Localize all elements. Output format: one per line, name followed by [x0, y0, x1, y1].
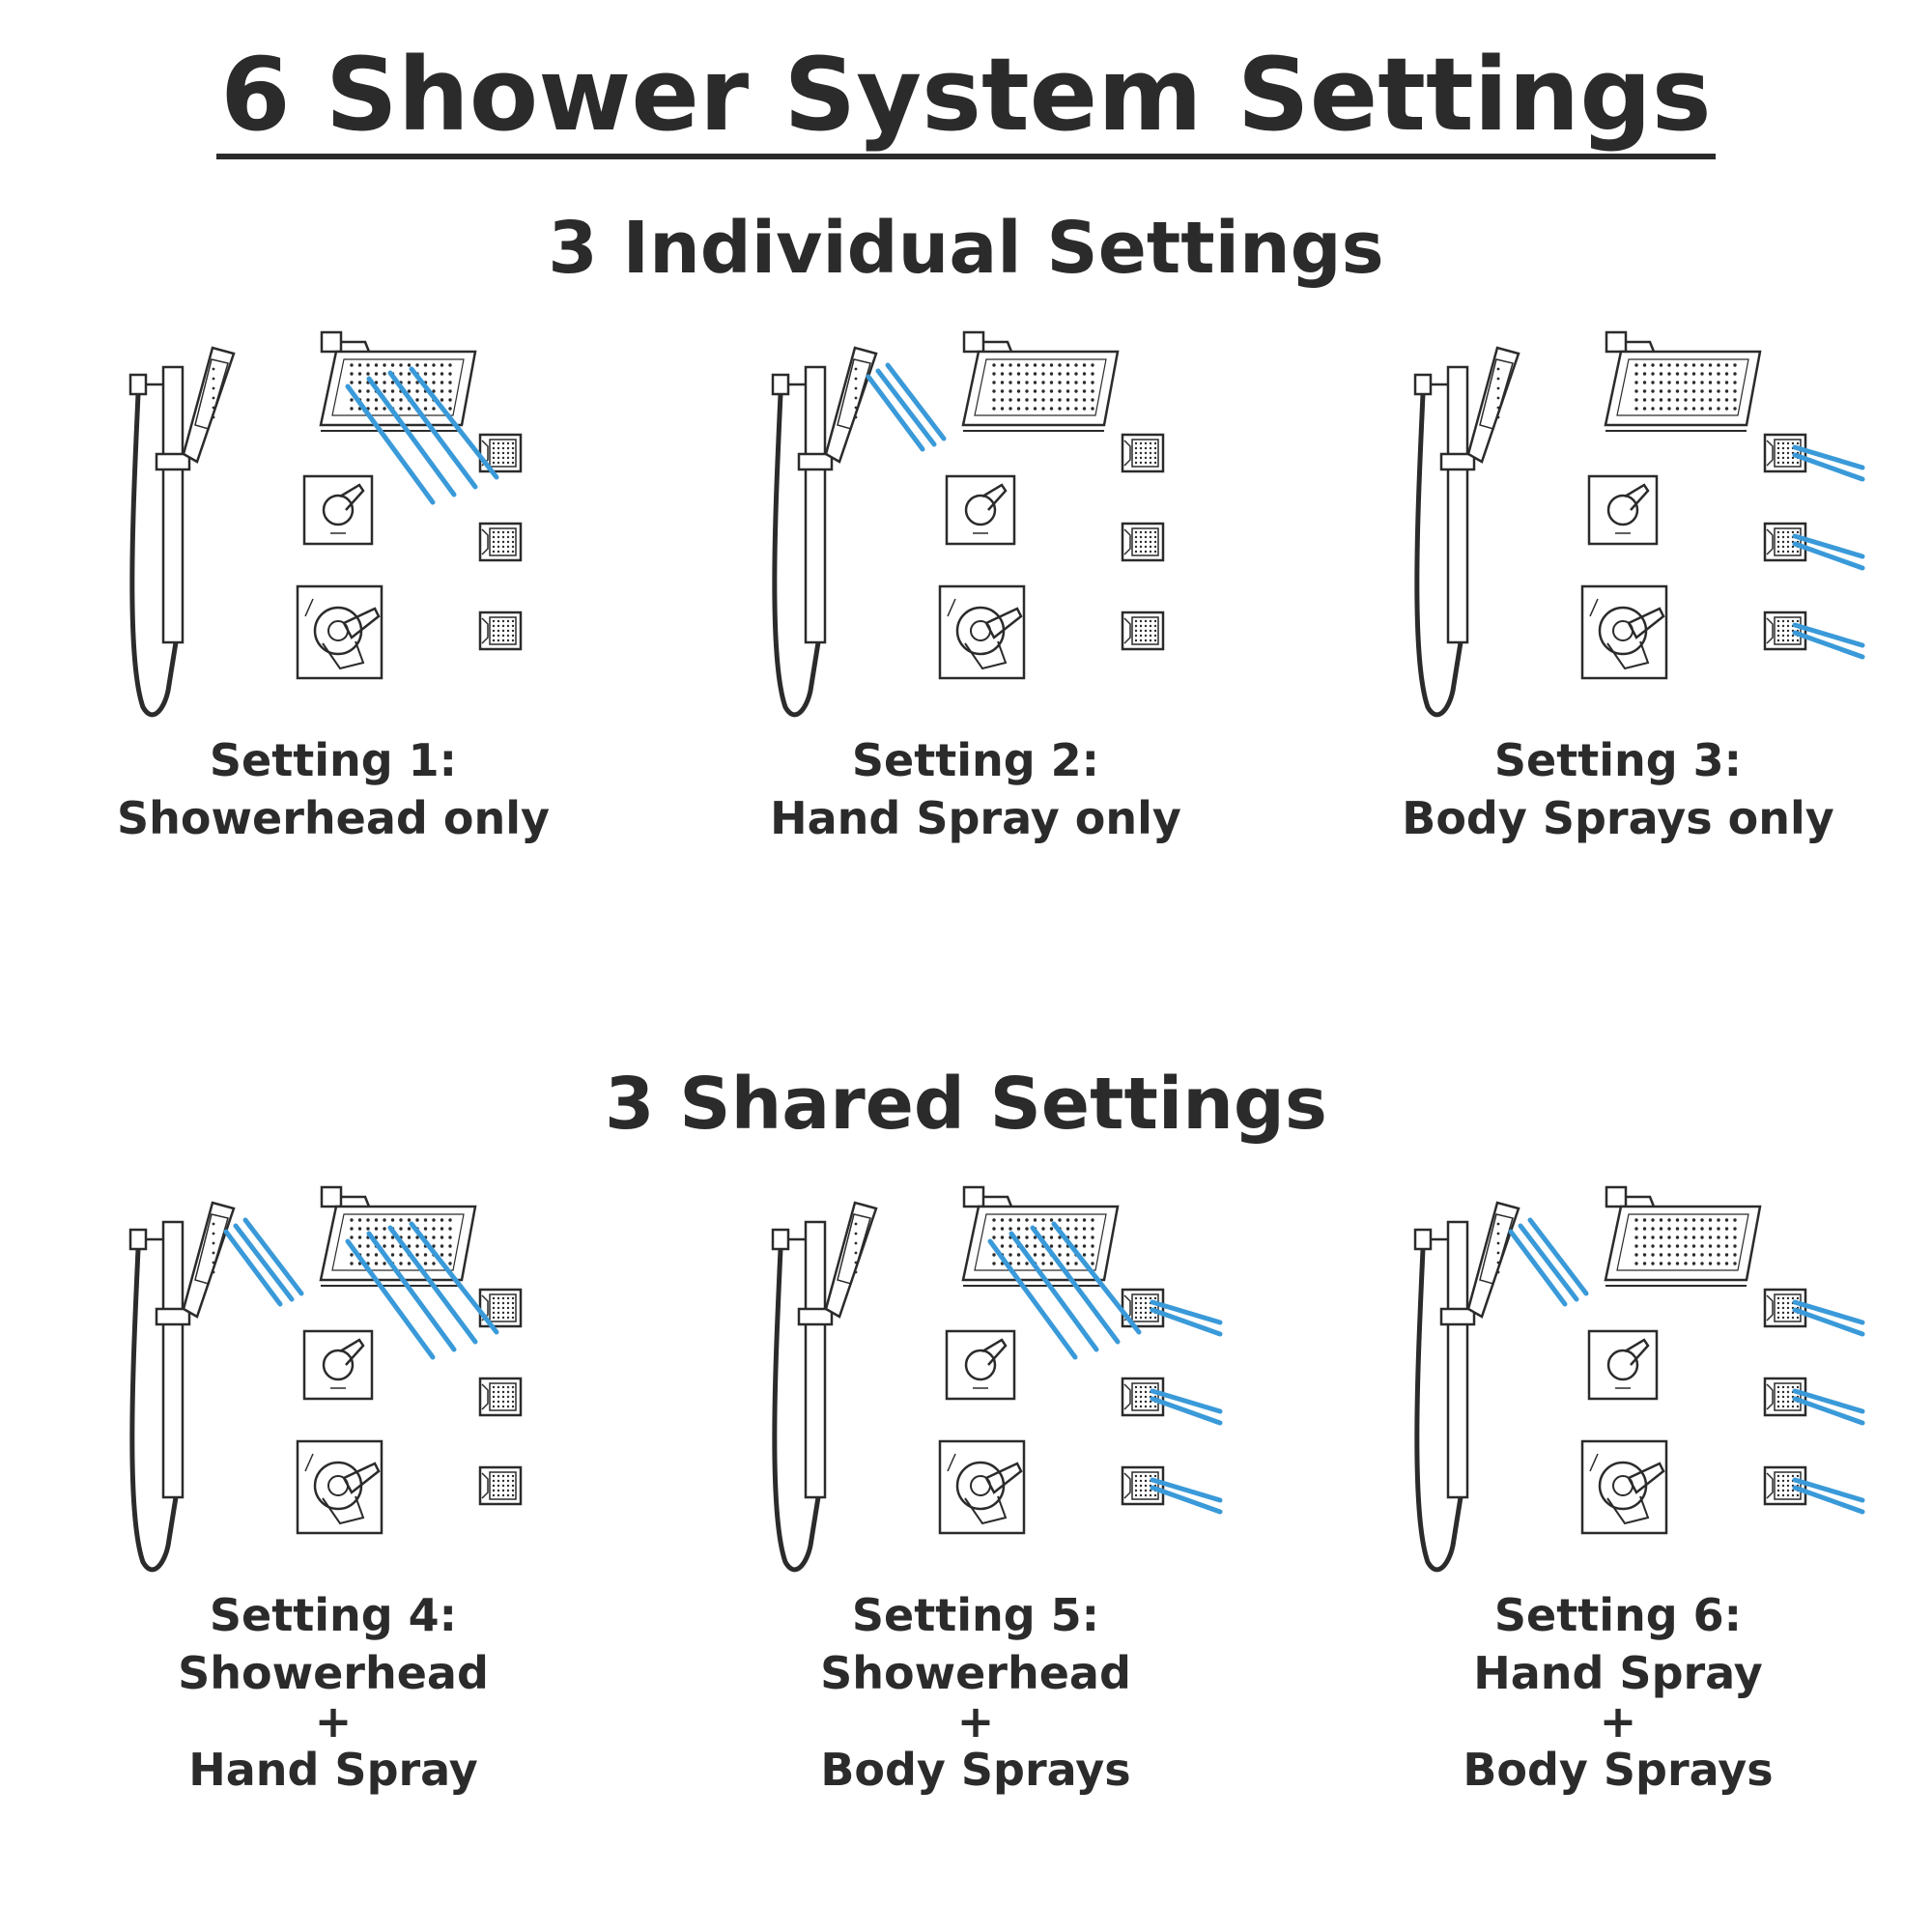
showerhead-icon: [961, 330, 1120, 432]
hand-spray-icon: [182, 1201, 236, 1319]
setting-5-caption: Setting 5: Showerhead + Body Sprays: [667, 1586, 1285, 1799]
body-spray-2: [1121, 1377, 1165, 1417]
body-spray-2: [478, 522, 523, 562]
setting-3-line-1: Body Sprays only: [1402, 792, 1834, 844]
body-spray-1: [1121, 433, 1165, 473]
slide-bar-icon: [771, 1220, 834, 1573]
setting-2-caption: Setting 2: Hand Spray only: [667, 731, 1285, 847]
diverter-valve-icon: [945, 1329, 1016, 1401]
hand-spray-icon: [824, 346, 878, 464]
section-title-shared: 3 Shared Settings: [605, 1063, 1327, 1146]
body-spray-3: [1763, 611, 1807, 651]
thermostatic-valve-icon: [296, 1439, 384, 1535]
thermostatic-valve-icon: [296, 584, 384, 680]
setting-4-line-1: Showerhead: [178, 1647, 489, 1699]
body-spray-1: [478, 433, 523, 473]
hand-spray-icon: [1466, 1201, 1520, 1319]
slide-bar-icon: [771, 365, 834, 718]
thermostatic-valve-icon: [938, 1439, 1026, 1535]
setting-2-line-1: Hand Spray only: [770, 792, 1181, 844]
setting-1-line-1: Showerhead only: [117, 792, 550, 844]
diverter-valve-icon: [945, 474, 1016, 546]
slide-bar-icon: [128, 365, 191, 718]
hand-spray-icon: [182, 346, 236, 464]
body-spray-water-streams: [1792, 444, 1865, 660]
setting-5-svg: [771, 1185, 1223, 1573]
showerhead-icon: [319, 1185, 477, 1287]
showerhead-water-streams: [345, 366, 499, 505]
setting-4-svg: [128, 1185, 523, 1573]
showerhead-water-streams: [987, 1221, 1142, 1360]
body-spray-1: [1763, 433, 1807, 473]
diverter-valve-icon: [302, 474, 374, 546]
thermostatic-valve-icon: [938, 584, 1026, 680]
body-spray-2: [1763, 522, 1807, 562]
body-spray-2: [1763, 1377, 1807, 1417]
body-spray-1: [478, 1288, 523, 1328]
setting-6-line-1: Hand Spray: [1473, 1647, 1763, 1699]
setting-4-caption: Setting 4: Showerhead + Hand Spray: [24, 1586, 642, 1799]
showerhead-icon: [319, 330, 477, 432]
setting-3-caption: Setting 3: Body Sprays only: [1309, 731, 1927, 847]
thermostatic-valve-icon: [1580, 584, 1668, 680]
setting-1-diagram: [116, 309, 618, 734]
body-spray-water-streams: [1150, 1299, 1223, 1515]
setting-6-line-2: Body Sprays: [1463, 1744, 1774, 1796]
hand-spray-water-streams: [223, 1217, 304, 1307]
body-spray-3: [478, 1465, 523, 1506]
body-spray-3: [1121, 1465, 1165, 1506]
hand-spray-icon: [824, 1201, 878, 1319]
setting-5-diagram: [758, 1164, 1261, 1589]
setting-5-label: Setting 5:: [851, 1589, 1100, 1641]
section-title-individual: 3 Individual Settings: [548, 207, 1384, 290]
setting-3-diagram: [1401, 309, 1903, 734]
slide-bar-icon: [1413, 365, 1476, 718]
hand-spray-icon: [1466, 346, 1520, 464]
setting-1-label: Setting 1:: [209, 734, 458, 786]
setting-6-plus: +: [1599, 1695, 1637, 1747]
setting-3-svg: [1413, 330, 1865, 718]
showerhead-icon: [1604, 1185, 1762, 1287]
setting-4-diagram: [116, 1164, 618, 1589]
setting-4-plus: +: [314, 1695, 353, 1747]
setting-5-line-2: Body Sprays: [820, 1744, 1131, 1796]
body-spray-2: [1121, 522, 1165, 562]
setting-1-caption: Setting 1: Showerhead only: [24, 731, 642, 847]
main-title: 6 Shower System Settings: [0, 36, 1932, 159]
hand-spray-water-streams: [866, 362, 947, 452]
body-spray-2: [478, 1377, 523, 1417]
setting-6-svg: [1413, 1185, 1865, 1573]
setting-4-line-2: Hand Spray: [188, 1744, 478, 1796]
setting-2-svg: [771, 330, 1165, 718]
setting-4-label: Setting 4:: [209, 1589, 458, 1641]
diverter-valve-icon: [1587, 474, 1659, 546]
setting-5-line-1: Showerhead: [820, 1647, 1131, 1699]
body-spray-1: [1763, 1288, 1807, 1328]
slide-bar-icon: [1413, 1220, 1476, 1573]
showerhead-water-streams: [345, 1221, 499, 1360]
hand-spray-water-streams: [1508, 1217, 1589, 1307]
setting-6-caption: Setting 6: Hand Spray + Body Sprays: [1309, 1586, 1927, 1799]
showerhead-icon: [1604, 330, 1762, 432]
body-spray-3: [1121, 611, 1165, 651]
setting-5-plus: +: [956, 1695, 995, 1747]
setting-2-label: Setting 2:: [851, 734, 1100, 786]
diverter-valve-icon: [302, 1329, 374, 1401]
body-spray-water-streams: [1792, 1299, 1865, 1515]
thermostatic-valve-icon: [1580, 1439, 1668, 1535]
main-title-text: 6 Shower System Settings: [216, 36, 1716, 159]
setting-2-diagram: [758, 309, 1261, 734]
body-spray-3: [1763, 1465, 1807, 1506]
diverter-valve-icon: [1587, 1329, 1659, 1401]
setting-6-label: Setting 6:: [1493, 1589, 1743, 1641]
slide-bar-icon: [128, 1220, 191, 1573]
setting-1-svg: [128, 330, 523, 718]
setting-3-label: Setting 3:: [1493, 734, 1743, 786]
body-spray-3: [478, 611, 523, 651]
setting-6-diagram: [1401, 1164, 1903, 1589]
